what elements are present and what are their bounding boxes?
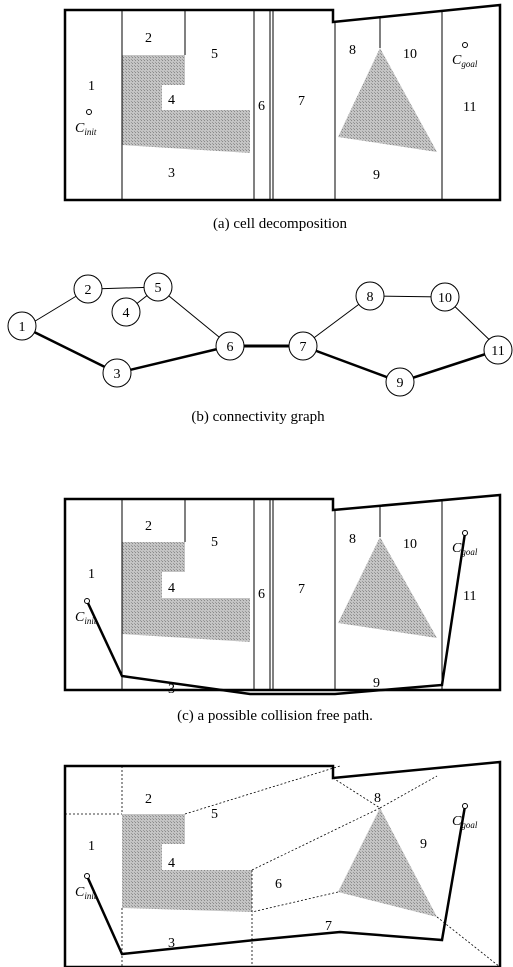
cell-label: 10 [403, 537, 417, 552]
cell-label: 7 [298, 582, 305, 597]
graph-node: 1 [7, 311, 37, 341]
cell-label: 8 [374, 791, 381, 806]
obstacle-l-shape [122, 814, 252, 912]
graph-node: 6 [215, 331, 245, 361]
obstacle-triangle [338, 537, 437, 638]
trapezoid-dividers [65, 765, 501, 967]
c-init-point [84, 873, 90, 879]
cell-label: 8 [349, 43, 356, 58]
c-goal-label: Cgoal [452, 541, 478, 557]
cell-label: 5 [211, 535, 218, 550]
collision-free-path [85, 805, 467, 956]
graph-node: 11 [483, 335, 513, 365]
graph-nodes: 1 2 3 4 5 6 7 8 9 10 11 [7, 272, 513, 397]
panel-d: 1 2 3 4 5 6 7 8 9 Cinit Cgoal [63, 760, 502, 967]
svg-text:1: 1 [19, 320, 26, 335]
panel-b: 1 2 3 4 5 6 7 8 9 10 11 (b) connectivity… [7, 272, 513, 425]
cell-label: 3 [168, 936, 175, 951]
svg-text:8: 8 [367, 290, 374, 305]
panel-c: 1 2 3 4 5 6 7 8 9 10 11 Cinit Cgoal (c) … [63, 493, 502, 724]
cell-label: 6 [275, 877, 282, 892]
workspace-boundary [63, 3, 502, 202]
cell-label: 1 [88, 79, 95, 94]
graph-node: 9 [385, 367, 415, 397]
graph-node: 2 [73, 274, 103, 304]
svg-text:6: 6 [227, 340, 234, 355]
graph-node: 5 [143, 272, 173, 302]
cell-label: 1 [88, 839, 95, 854]
svg-text:5: 5 [155, 281, 162, 296]
c-goal-label: Cgoal [452, 814, 478, 830]
c-goal-point [462, 42, 468, 48]
workspace-boundary [63, 760, 502, 967]
obstacle-l-shape [122, 542, 250, 642]
cell-dividers [121, 10, 443, 200]
c-goal-label: Cgoal [452, 53, 478, 69]
collision-free-path [85, 532, 467, 696]
panel-a-caption: (a) cell decomposition [213, 216, 348, 232]
svg-text:3: 3 [114, 367, 121, 382]
cell-label: 4 [168, 581, 175, 596]
cell-label: 6 [258, 587, 265, 602]
obstacle-l-shape [122, 55, 250, 153]
cell-label: 8 [349, 532, 356, 547]
c-init-label: Cinit [75, 885, 97, 901]
svg-text:11: 11 [491, 344, 504, 359]
cell-label: 10 [403, 47, 417, 62]
cell-label: 9 [420, 837, 427, 852]
cell-label: 9 [373, 168, 380, 183]
cell-label: 11 [463, 589, 476, 604]
obstacle-triangle [338, 808, 437, 917]
c-goal-point [462, 803, 468, 809]
c-goal-point [462, 530, 468, 536]
cell-label: 5 [211, 47, 218, 62]
svg-text:2: 2 [85, 283, 92, 298]
cell-dividers [121, 499, 443, 690]
cell-label: 2 [145, 31, 152, 46]
c-init-point [86, 109, 92, 115]
cell-label: 1 [88, 567, 95, 582]
graph-node: 7 [288, 331, 318, 361]
c-init-point [84, 598, 90, 604]
cell-label: 6 [258, 99, 265, 114]
cell-label: 3 [168, 166, 175, 181]
cell-label: 4 [168, 93, 175, 108]
svg-text:10: 10 [438, 291, 452, 306]
graph-node: 4 [111, 297, 141, 327]
cell-label: 7 [298, 94, 305, 109]
cell-label: 5 [211, 807, 218, 822]
svg-text:9: 9 [397, 376, 404, 391]
workspace-boundary [63, 493, 502, 692]
graph-node: 8 [355, 281, 385, 311]
panel-b-caption: (b) connectivity graph [191, 409, 325, 425]
cell-label: 3 [168, 682, 175, 697]
cell-label: 9 [373, 676, 380, 691]
svg-text:4: 4 [123, 306, 130, 321]
panel-c-caption: (c) a possible collision free path. [177, 708, 373, 724]
obstacle-triangle [338, 48, 437, 152]
cell-label: 11 [463, 100, 476, 115]
cell-label: 2 [145, 519, 152, 534]
c-init-label: Cinit [75, 610, 97, 626]
panel-a: 1 2 3 4 5 6 7 8 9 10 11 Cinit Cgoal (a) … [63, 3, 502, 232]
svg-text:7: 7 [300, 340, 307, 355]
cell-label: 2 [145, 792, 152, 807]
c-init-label: Cinit [75, 121, 97, 137]
graph-node: 10 [430, 282, 460, 312]
graph-node: 3 [102, 358, 132, 388]
cell-label: 7 [325, 919, 332, 934]
cell-label: 4 [168, 856, 175, 871]
